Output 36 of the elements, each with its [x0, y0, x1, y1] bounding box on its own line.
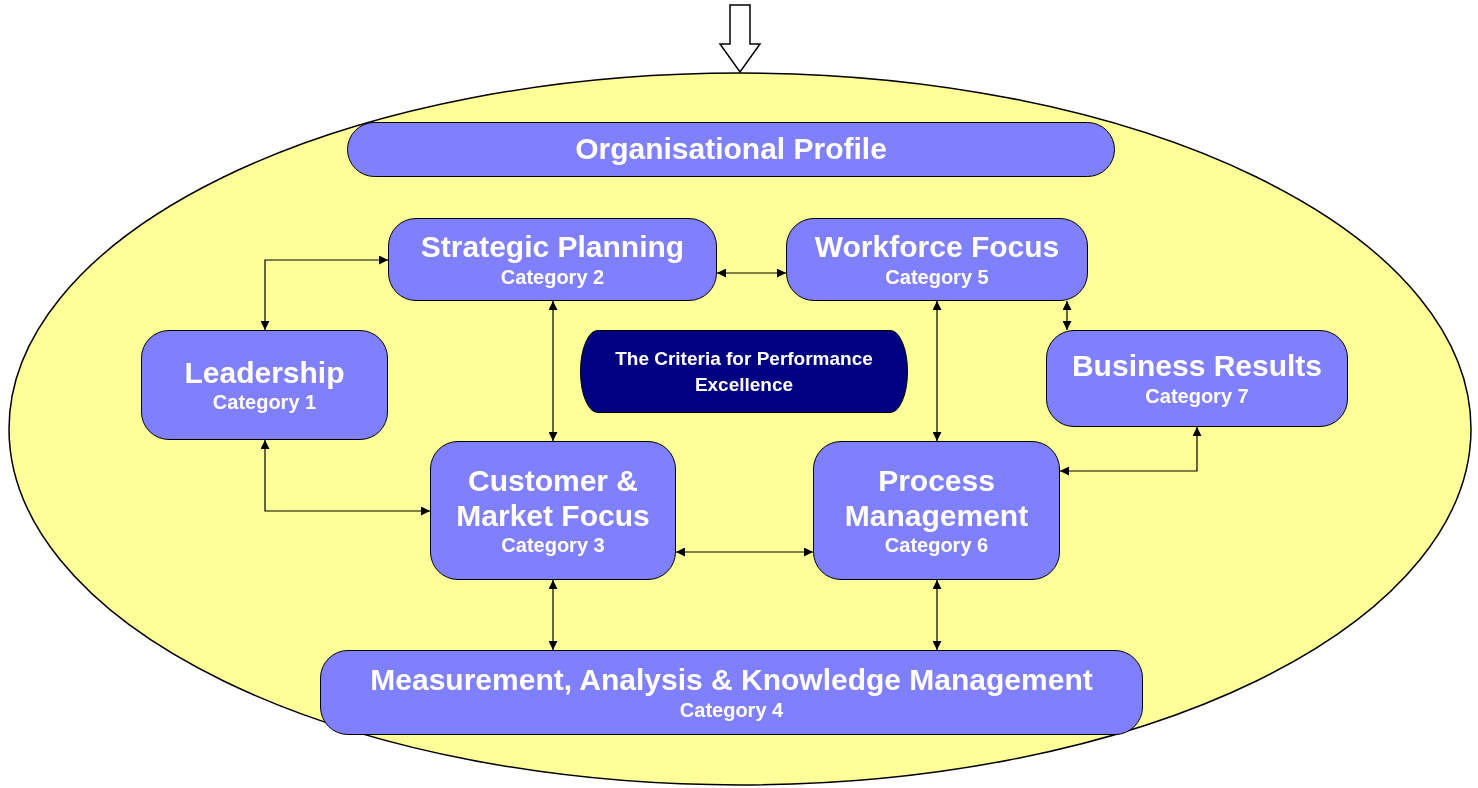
box-title: The Criteria for Performance Excellence: [614, 346, 874, 397]
double-arrow: [716, 268, 787, 278]
double-arrow: [1062, 300, 1072, 331]
category-label: Category 1: [212, 390, 317, 415]
category-label: Category 4: [679, 697, 784, 722]
category-box: [430, 441, 676, 580]
category-label: Category 3: [501, 533, 605, 557]
category-box: [1046, 330, 1348, 427]
category-box: [813, 441, 1060, 580]
category-box: [320, 650, 1143, 735]
double-arrow: [932, 579, 942, 651]
category-box: [141, 330, 388, 440]
box-title: Process Management: [843, 464, 1030, 533]
double-arrow: [548, 300, 558, 442]
category-label: Category 7: [1145, 383, 1249, 408]
block-arrow: [718, 4, 762, 74]
category-box: [347, 122, 1115, 177]
double-arrow: [675, 547, 814, 557]
double-arrow: [548, 579, 558, 651]
double-arrow: [260, 255, 389, 331]
box-title: Organisational Profile: [575, 132, 887, 167]
box-title: Customer & Market Focus: [455, 464, 651, 533]
title-banner: [580, 330, 908, 413]
category-label: Category 6: [884, 533, 989, 557]
box-title: Leadership: [184, 355, 345, 391]
category-box: [786, 218, 1088, 301]
category-box: [388, 218, 717, 301]
box-title: Workforce Focus: [814, 230, 1060, 265]
double-arrow: [932, 300, 942, 442]
category-label: Category 2: [500, 264, 605, 289]
box-title: Measurement, Analysis & Knowledge Management: [370, 663, 1093, 698]
category-label: Category 5: [885, 264, 989, 289]
double-arrow: [1059, 426, 1202, 476]
double-arrow: [260, 439, 431, 516]
box-title: Strategic Planning: [420, 230, 685, 265]
box-title: Business Results: [1071, 349, 1323, 384]
